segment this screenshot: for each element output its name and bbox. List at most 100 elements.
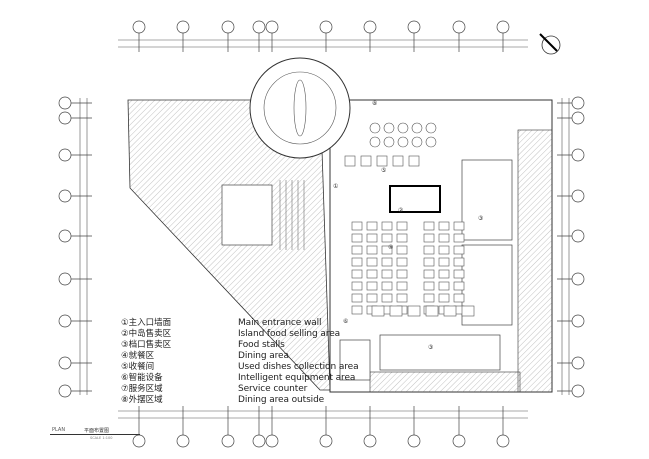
grid-bubble xyxy=(571,189,585,203)
grid-bubble xyxy=(496,434,510,448)
legend-cn: ⑤收餐间 xyxy=(121,362,155,372)
title-underline xyxy=(50,434,140,435)
legend-item: ⑦服务区域 Service counter xyxy=(121,384,359,395)
legend-en: Dining area outside xyxy=(238,395,325,405)
dining-table xyxy=(453,293,465,303)
grid-bubble xyxy=(363,20,377,34)
top-dimension-lines xyxy=(79,39,570,419)
dining-table xyxy=(396,245,408,255)
grid-bubble xyxy=(407,20,421,34)
dining-table xyxy=(351,245,363,255)
round-table xyxy=(397,122,409,134)
marker-6: ⑥ xyxy=(343,318,349,325)
dining-table xyxy=(396,221,408,231)
dining-table xyxy=(423,281,435,291)
dining-table xyxy=(453,245,465,255)
dining-table xyxy=(351,269,363,279)
round-table xyxy=(411,122,423,134)
plan-label: PLAN xyxy=(52,427,66,433)
dining-table xyxy=(423,221,435,231)
dining-table xyxy=(351,281,363,291)
grid-bubble xyxy=(407,434,421,448)
dining-table xyxy=(344,155,356,167)
grid-bubble xyxy=(571,314,585,328)
round-table xyxy=(369,136,381,148)
legend-item: ⑤收餐间 Used dishes collection area xyxy=(121,362,359,373)
drawing-scale: SCALE 1:100 xyxy=(90,436,113,440)
grid-bubble xyxy=(496,20,510,34)
grid-bubble xyxy=(265,434,279,448)
grid-bubble xyxy=(221,20,235,34)
circular-stair-atrium xyxy=(249,57,351,159)
dining-table xyxy=(351,257,363,267)
marker-8: ⑧ xyxy=(372,100,378,107)
dining-table xyxy=(438,257,450,267)
grid-bubble xyxy=(252,434,266,448)
dining-table xyxy=(396,293,408,303)
grid-bubble xyxy=(58,96,72,110)
service-room xyxy=(221,184,273,246)
legend-cn: ④就餐区 xyxy=(121,351,155,361)
dining-table xyxy=(381,269,393,279)
right-hatched-strip xyxy=(517,129,553,393)
grid-bubble xyxy=(265,20,279,34)
dining-table xyxy=(381,233,393,243)
bottom-hatched-strip xyxy=(369,371,521,393)
dining-table xyxy=(423,257,435,267)
dining-table xyxy=(381,221,393,231)
round-table xyxy=(411,136,423,148)
marker-4: ④ xyxy=(388,244,394,251)
legend-en: Service counter xyxy=(238,384,308,394)
legend-en: Used dishes collection area xyxy=(238,362,359,372)
dining-table xyxy=(351,293,363,303)
grid-bubble xyxy=(571,111,585,125)
grid-bubble xyxy=(132,20,146,34)
dining-table xyxy=(389,305,403,317)
legend-en: Main entrance wall xyxy=(238,318,322,328)
dining-table xyxy=(392,155,404,167)
dining-table xyxy=(453,281,465,291)
dining-table xyxy=(423,293,435,303)
marker-3-right: ③ xyxy=(478,215,484,222)
dining-table xyxy=(438,245,450,255)
dining-table xyxy=(438,281,450,291)
round-table xyxy=(383,136,395,148)
dining-table xyxy=(408,155,420,167)
grid-bubble xyxy=(132,434,146,448)
legend-en: Food stalls xyxy=(238,340,285,350)
dining-table xyxy=(438,233,450,243)
round-table xyxy=(425,136,437,148)
grid-bubble xyxy=(319,20,333,34)
legend-cn: ②中岛售卖区 xyxy=(121,329,172,339)
legend-cn: ⑥智能设备 xyxy=(121,373,163,383)
dining-table xyxy=(366,245,378,255)
dining-table xyxy=(453,257,465,267)
dining-table xyxy=(366,257,378,267)
dining-table xyxy=(423,245,435,255)
round-table xyxy=(397,136,409,148)
dining-table xyxy=(407,305,421,317)
legend-cn: ⑦服务区域 xyxy=(121,384,163,394)
dining-table xyxy=(461,305,475,317)
dining-table xyxy=(438,293,450,303)
grid-bubble xyxy=(319,434,333,448)
grid-bubble xyxy=(571,96,585,110)
grid-bubble xyxy=(221,434,235,448)
dining-table xyxy=(366,293,378,303)
dining-table xyxy=(351,233,363,243)
dining-tables xyxy=(351,221,475,317)
grid-bubble xyxy=(571,272,585,286)
dining-table xyxy=(351,221,363,231)
marker-5: ⑤ xyxy=(381,167,387,174)
round-tables xyxy=(344,122,437,167)
round-table xyxy=(369,122,381,134)
legend-en: Island food selling area xyxy=(238,329,341,339)
grid-bubble xyxy=(571,384,585,398)
dining-table xyxy=(371,305,385,317)
round-table xyxy=(425,122,437,134)
